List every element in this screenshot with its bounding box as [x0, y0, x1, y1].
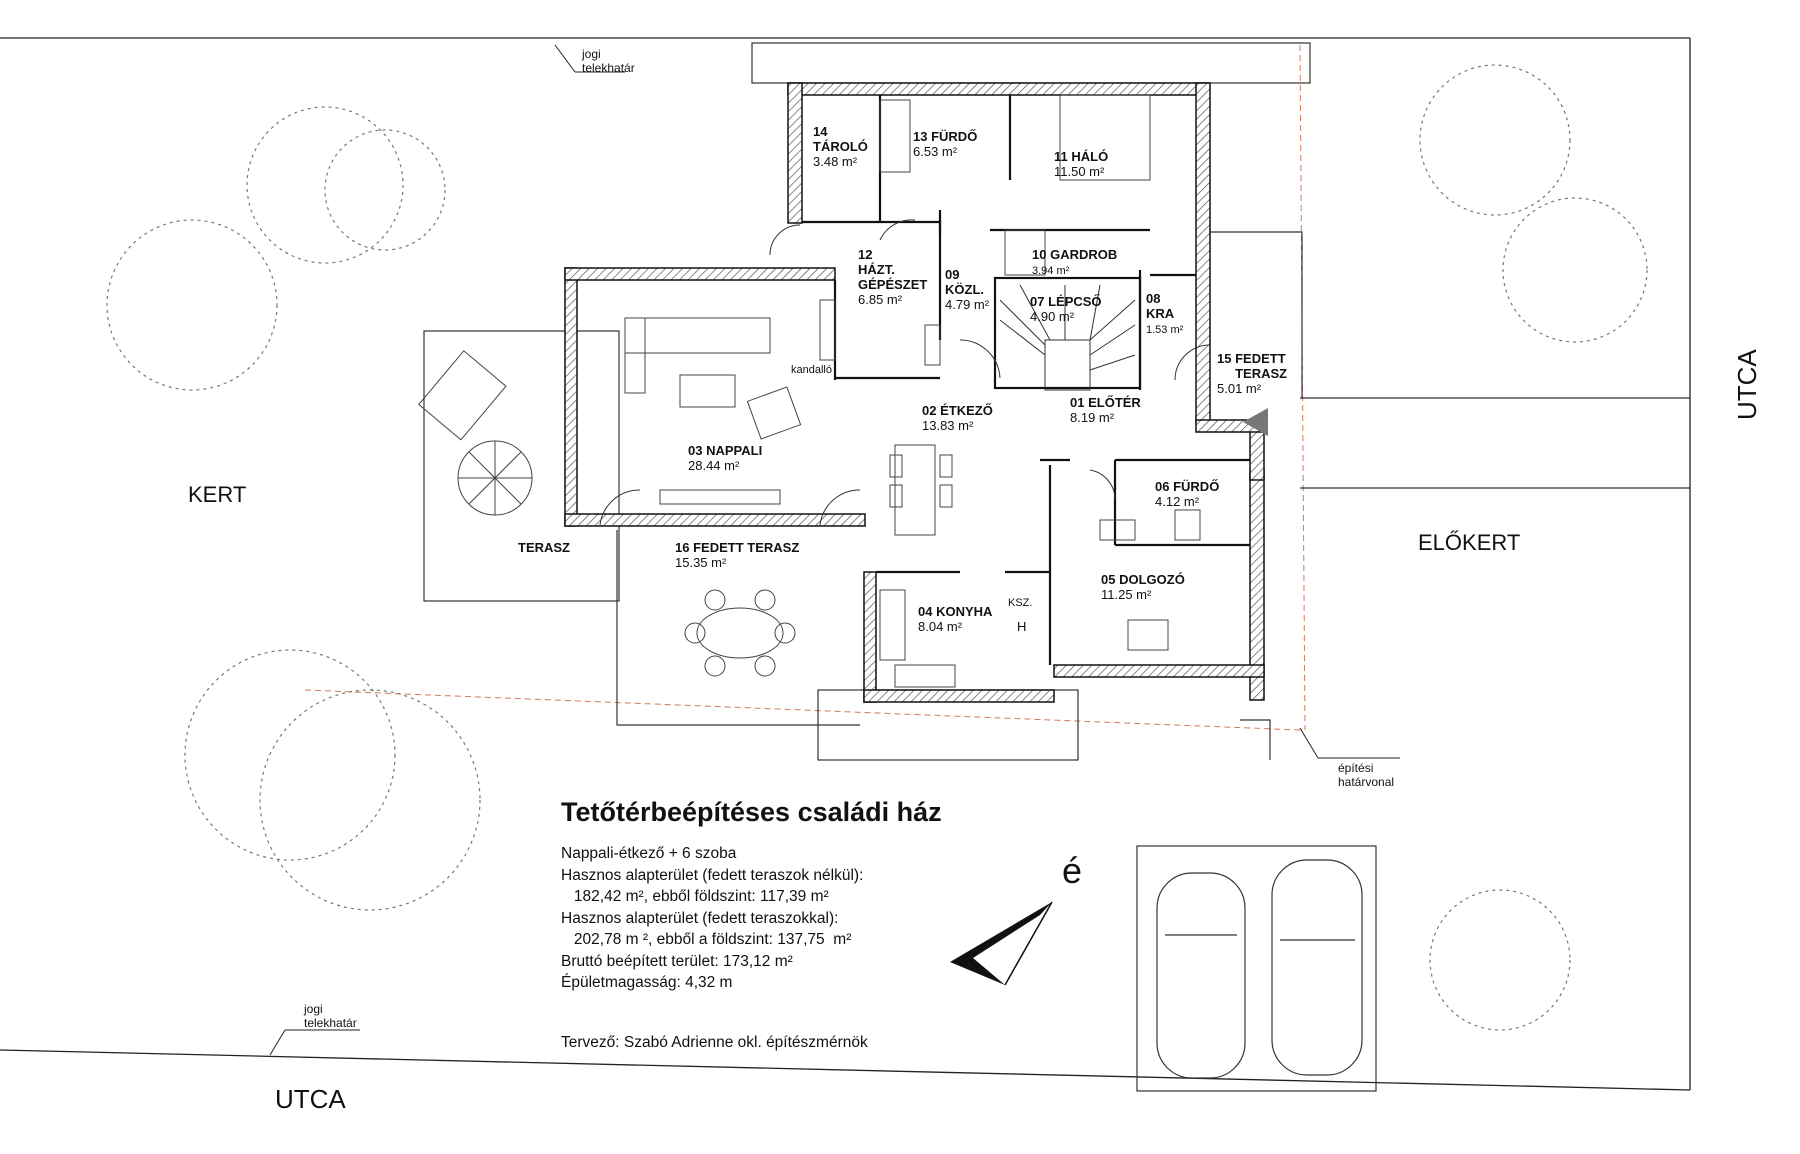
info-line: Épületmagasság: 4,32 m	[561, 974, 733, 991]
info-line: Bruttó beépített terület: 173,12 m²	[561, 952, 793, 970]
doors	[599, 219, 1211, 526]
info-line: Nappali-étkező + 6 szoba	[561, 845, 737, 862]
north-arrow	[950, 901, 1053, 986]
project-title: Tetőtérbeépítéses családi ház	[561, 797, 942, 827]
ksz-label: KSZ.	[1008, 597, 1033, 609]
building-line	[304, 44, 1306, 731]
entrance-marker	[1243, 408, 1268, 436]
pointer-lines	[269, 44, 1400, 1056]
fireplace-label: kandalló	[791, 364, 832, 376]
info-line: 202,78 m ², ebből a földszint: 137,75 m²	[561, 931, 852, 948]
info-line: 182,42 m², ebből földszint: 117,39 m²	[561, 888, 829, 905]
plot-boundary	[0, 37, 1691, 1091]
staircase	[999, 284, 1136, 391]
exterior-walls	[564, 82, 1265, 703]
info-line: Hasznos alapterület (fedett teraszokkal)…	[561, 909, 839, 927]
h-label: H	[1017, 619, 1027, 634]
furniture	[418, 94, 1201, 688]
front-garden-label: ELŐKERT	[1418, 530, 1521, 555]
terrace-label: TERASZ	[518, 540, 570, 555]
street-label-right: UTCA	[1732, 349, 1762, 420]
project-info: Nappali-étkező + 6 szoba Hasznos alapter…	[561, 843, 863, 994]
garden-label: KERT	[188, 482, 247, 507]
parking	[1136, 845, 1377, 1092]
trees	[106, 64, 1648, 1031]
north-label: é	[1062, 850, 1083, 891]
terrace-outlines	[423, 42, 1690, 761]
designer-credit: Tervező: Szabó Adrienne okl. építészmérn…	[561, 1034, 868, 1051]
street-label-bottom: UTCA	[275, 1084, 346, 1114]
info-line: Hasznos alapterület (fedett teraszok nél…	[561, 866, 864, 884]
